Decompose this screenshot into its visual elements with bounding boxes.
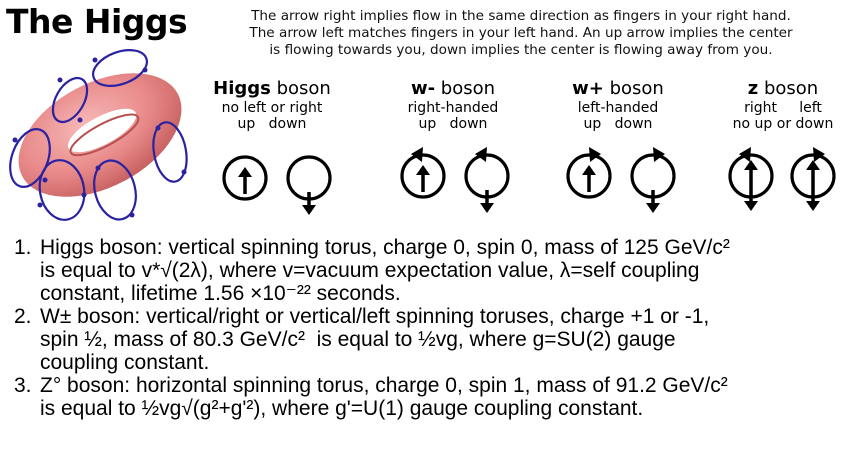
boson-name-bold: w+ [572,78,604,99]
boson-line1: right-handed [407,100,499,116]
boson-higgs: Higgs boson no left or right up down [212,78,332,132]
w-minus-down-diagram [464,147,510,213]
boson-line2: up down [583,116,653,132]
boson-name-rest: boson [270,78,331,99]
list-item: 2. W± boson: vertical/right or vertical/… [14,305,730,374]
boson-line2: up down [237,116,307,132]
boson-name-bold: z [747,78,759,99]
boson-line1: right left [744,100,822,116]
list-number: 3. [14,374,32,397]
torus-hole [67,108,137,153]
boson-name-rest: boson [603,78,664,99]
boson-name-rest: boson [758,78,819,99]
w-plus-up-diagram [566,147,612,199]
list-number: 1. [14,236,32,259]
boson-name-rest: boson [435,78,496,99]
boson-line1: no left or right [221,100,323,116]
intro-line: The arrow right implies flow in the same… [251,8,791,24]
field-loops [9,49,188,221]
list-line: is equal to v*√(2λ), where v=vacuum expe… [40,259,700,282]
list-line: coupling constant. [40,351,210,374]
list-line: Higgs boson: vertical spinning torus, ch… [40,236,730,259]
list-item: 1. Higgs boson: vertical spinning torus,… [14,236,730,305]
intro-text: The arrow right implies flow in the same… [196,8,846,59]
boson-properties-list: 1. Higgs boson: vertical spinning torus,… [14,236,730,420]
spin-diagrams [222,147,836,215]
list-line: constant, lifetime 1.56 ×10⁻²² seconds. [40,282,401,305]
boson-name-bold: w- [410,78,436,99]
boson-w-minus: w- boson right-handed up down [393,78,513,132]
boson-z: z boson right left no up or down [722,78,844,132]
boson-line1: left-handed [577,100,659,116]
boson-line2: no up or down [732,116,834,132]
intro-line: is flowing towards you, down implies the… [269,42,773,58]
higgs-down-diagram [286,155,332,215]
boson-line2: up down [418,116,488,132]
page-title: The Higgs [6,2,188,41]
higgs-up-diagram [222,155,268,201]
boson-name-bold: Higgs [213,78,271,99]
boson-w-plus: w+ boson left-handed up down [558,78,678,132]
list-number: 2. [14,305,32,328]
z-right-diagram [728,147,774,211]
w-minus-up-diagram [400,147,446,199]
intro-line: The arrow left matches fingers in your l… [249,25,793,41]
w-plus-down-diagram [630,147,676,213]
list-line: spin ½, mass of 80.3 GeV/c² is equal to … [40,328,676,351]
list-item: 3. Z° boson: horizontal spinning torus, … [14,374,730,420]
list-line: W± boson: vertical/right or vertical/lef… [40,305,710,328]
z-left-diagram [790,147,836,211]
list-line: Z° boson: horizontal spinning torus, cha… [40,374,728,397]
list-line: is equal to ½vg√(g²+g'²), where g'=U(1) … [40,397,644,420]
torus-illustration [9,49,188,221]
